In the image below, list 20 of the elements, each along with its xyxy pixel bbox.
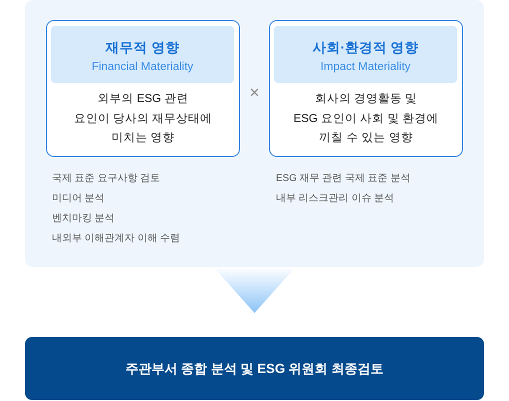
list-item: ESG 재무 관련 국제 표준 분석 [276, 172, 410, 186]
header-band [51, 26, 234, 83]
description-text: 외부의 ESG 관련 요인이 당사의 재무상태에 미치는 영향 [74, 92, 212, 146]
list-item: 미디어 분석 [52, 192, 105, 206]
card-box [46, 20, 240, 157]
header-band [274, 26, 457, 83]
subheading: Impact Materiality [320, 60, 411, 74]
result-bar: 주관부서 종합 분석 및 ESG 위원회 최종검토 [25, 337, 484, 400]
list-item: 국제 표준 요구사항 검토 [52, 172, 160, 186]
list-item: 내부 리스크관리 이슈 분석 [276, 192, 394, 206]
list-item: 내외부 이해관계자 이해 수렴 [52, 232, 180, 246]
subheading: Financial Materiality [92, 60, 194, 74]
description-text: 회사의 경영활동 및 ESG 요인이 사회 및 환경에 끼칠 수 있는 영향 [293, 92, 439, 146]
heading: 재무적 영향 [106, 38, 180, 56]
background-panel [25, 0, 484, 267]
list-item: 벤치마킹 분석 [52, 212, 115, 226]
card-box [269, 20, 463, 157]
heading: 사회·환경적 영향 [312, 38, 419, 56]
arrow [214, 267, 296, 313]
multiply-sign: × [250, 84, 260, 102]
